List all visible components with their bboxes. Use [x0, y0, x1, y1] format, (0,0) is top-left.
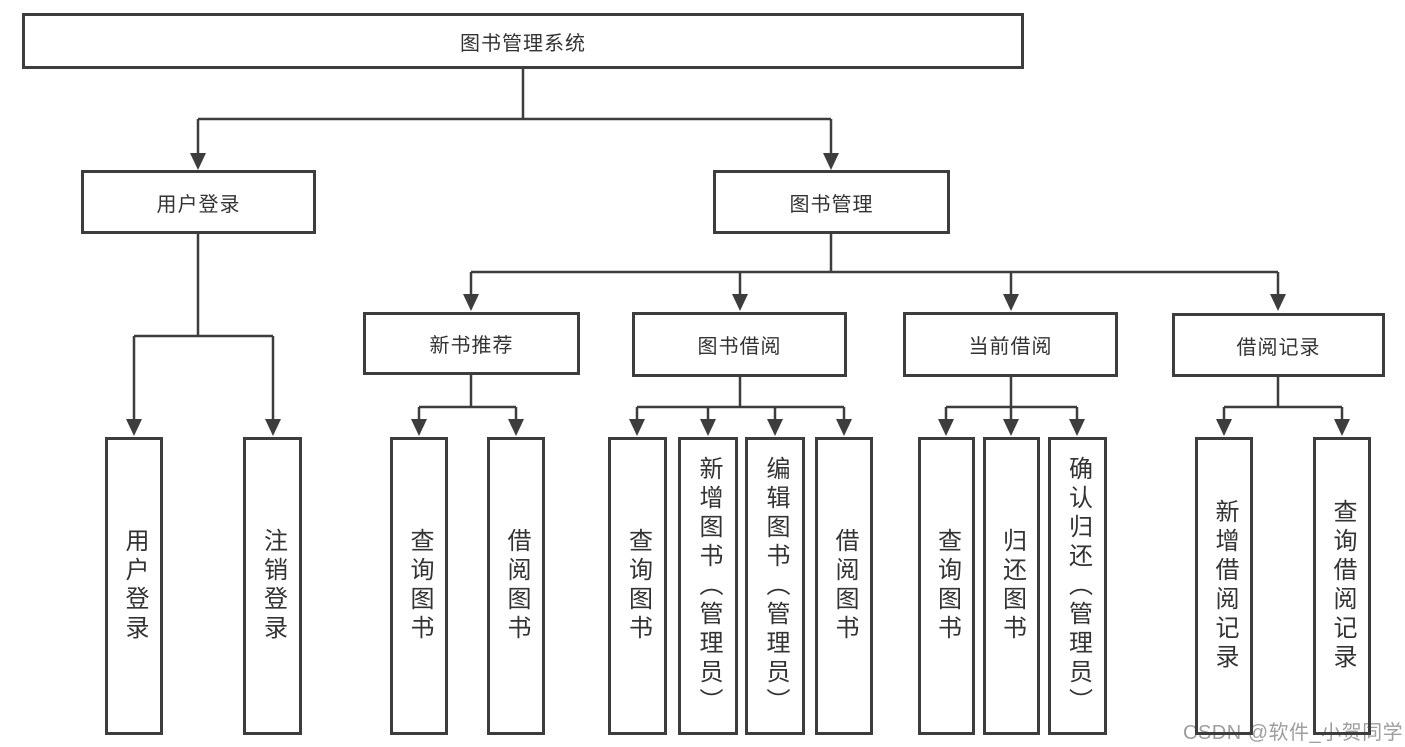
leaf-add-book-admin: 新增图书（管理员） — [678, 437, 738, 735]
connector-current-borrowing-to-leaves — [938, 377, 1085, 436]
node-borrowing-records: 借阅记录 — [1172, 313, 1385, 377]
leaf-confirm-return-admin: 确认归还（管理员） — [1048, 437, 1107, 735]
connector-new-book-recommend-to-leaves — [411, 375, 524, 436]
leaf-query-books-recommend: 查询图书 — [390, 437, 448, 735]
leaf-query-books-current: 查询图书 — [918, 437, 975, 735]
leaf-label: 新增借阅记录 — [1211, 499, 1238, 673]
leaf-logout: 注销登录 — [243, 437, 302, 735]
leaf-label: 新增图书（管理员） — [695, 455, 722, 717]
leaf-label: 确认归还（管理员） — [1064, 455, 1092, 717]
leaf-label: 借阅图书 — [831, 528, 858, 644]
leaf-query-books-borrowing: 查询图书 — [608, 437, 667, 735]
leaf-label: 用户登录 — [121, 528, 148, 644]
leaf-edit-book-admin: 编辑图书（管理员） — [745, 437, 805, 735]
leaf-label: 查询借阅记录 — [1329, 499, 1356, 673]
leaf-label: 注销登录 — [259, 528, 287, 644]
node-new-book-recommend: 新书推荐 — [363, 312, 580, 375]
connector-user-login-to-leaves — [126, 234, 281, 436]
leaf-return-books: 归还图书 — [983, 437, 1040, 735]
connector-borrowing-records-to-leaves — [1216, 377, 1350, 436]
leaf-label: 查询图书 — [406, 528, 433, 644]
node-current-borrowing: 当前借阅 — [903, 312, 1118, 377]
leaf-add-borrow-record: 新增借阅记录 — [1195, 437, 1253, 735]
node-book-management: 图书管理 — [713, 170, 950, 234]
leaf-query-borrow-record: 查询借阅记录 — [1313, 437, 1371, 735]
leaf-label: 编辑图书（管理员） — [762, 455, 789, 717]
node-root: 图书管理系统 — [22, 13, 1024, 69]
leaf-label: 查询图书 — [933, 528, 961, 644]
leaf-label: 查询图书 — [624, 528, 652, 644]
connector-book-management-to-level3 — [463, 234, 1286, 311]
leaf-label: 归还图书 — [998, 528, 1026, 644]
node-book-borrowing: 图书借阅 — [632, 312, 847, 377]
node-user-login: 用户登录 — [81, 170, 316, 234]
leaf-label: 借阅图书 — [503, 528, 530, 644]
csdn-watermark: CSDN @软件_小贺同学 — [1183, 722, 1404, 744]
leaf-borrow-books-recommend: 借阅图书 — [487, 437, 545, 735]
connector-book-borrowing-to-leaves — [629, 377, 852, 436]
leaf-user-login: 用户登录 — [105, 437, 163, 735]
connector-root-to-level2 — [190, 69, 839, 170]
leaf-borrow-books-borrowing: 借阅图书 — [815, 437, 873, 735]
